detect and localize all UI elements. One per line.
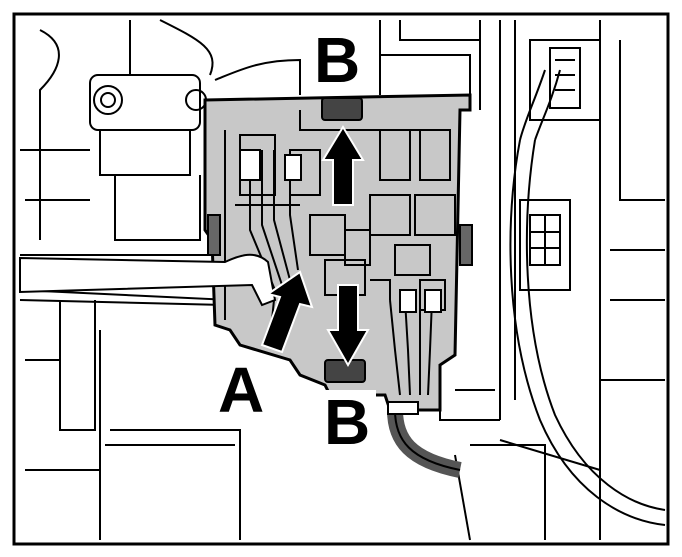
harness-tie [387,401,419,415]
callout-label-b-bottom: B [318,390,377,454]
vehicle-structure-lineart [19,19,666,541]
clip-right [459,224,473,266]
arrow-down-icon [326,284,370,368]
tab-b-bottom [324,359,366,383]
clip-left [207,214,221,256]
arrow-up-icon [321,125,365,206]
mounting-bracket [19,253,277,307]
callout-label-b-top: B [308,28,367,92]
callout-label-a: A [218,354,265,426]
tab-b-top [321,97,363,121]
arrow-diagonal-icon [260,270,314,354]
